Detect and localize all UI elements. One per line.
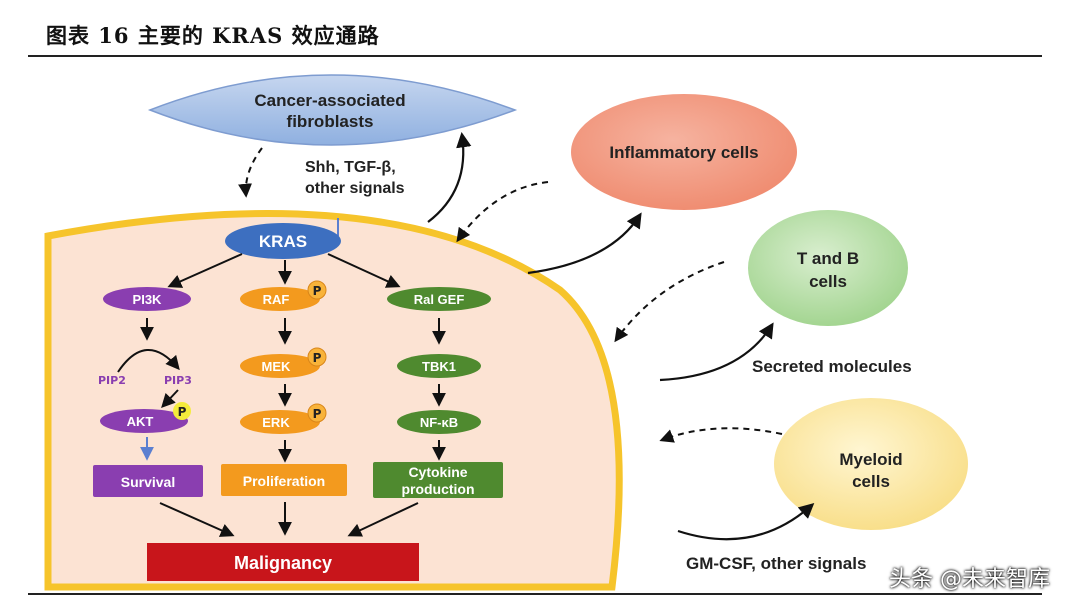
cytokine-label-1: Cytokine xyxy=(408,464,467,480)
myeloid-to-cell-arrow xyxy=(659,427,783,443)
erk-phospho-badge xyxy=(307,403,327,423)
cell-to-tb-arrow xyxy=(659,322,774,382)
survival-box xyxy=(93,465,203,497)
fibroblast-to-cell-arrow xyxy=(238,147,263,198)
proliferation-box xyxy=(221,464,347,496)
mek-label: MEK xyxy=(262,359,292,374)
tbk1-label: TBK1 xyxy=(422,359,456,374)
myeloid-label-2: cells xyxy=(852,472,890,491)
kras-to-ralgef-arrow xyxy=(327,253,401,288)
cytokine-to-malignancy-arrow xyxy=(347,502,419,537)
pip2-label: PIP2 xyxy=(98,374,126,387)
survival-label: Survival xyxy=(121,474,175,490)
kras-to-pi3k-arrow xyxy=(167,253,243,288)
cell-to-myeloid-arrow xyxy=(677,502,815,541)
raf-node xyxy=(240,287,320,311)
pip2-to-pip3-arrow xyxy=(117,349,180,373)
ralgef-node xyxy=(387,287,491,311)
cytokine-label-2: production xyxy=(401,481,474,497)
gm-csf-label: GM-CSF, other signals xyxy=(686,554,866,573)
malignancy-box xyxy=(147,543,419,581)
nfkb-label: NF-κB xyxy=(420,415,458,430)
pi3k-node xyxy=(103,287,191,311)
akt-node xyxy=(100,409,188,433)
tb-label-2: cells xyxy=(809,272,847,291)
raf-label: RAF xyxy=(263,292,290,307)
survival-to-malignancy-arrow xyxy=(159,502,235,537)
top-rule xyxy=(28,55,1042,57)
tb-to-cell-arrow xyxy=(614,261,725,343)
akt-phospho-label: P xyxy=(178,405,187,419)
mek-node xyxy=(240,354,320,378)
nfkb-node xyxy=(397,410,481,434)
kras-node xyxy=(225,223,341,259)
cytokine-box xyxy=(373,462,503,498)
fibroblast-shape xyxy=(147,74,518,146)
cell-to-inflammatory-arrow xyxy=(527,212,642,275)
raf-phospho-label: P xyxy=(313,284,322,298)
pip3-to-akt-arrow xyxy=(161,389,179,409)
kras-label: KRAS xyxy=(259,232,307,251)
cell-to-fibroblast-arrow xyxy=(427,131,472,223)
erk-node xyxy=(240,410,320,434)
tbk1-node xyxy=(397,354,481,378)
proliferation-label: Proliferation xyxy=(243,473,325,489)
bottom-rule xyxy=(28,593,1042,595)
pi3k-label: PI3K xyxy=(133,292,163,307)
watermark: 头条 @未来智库 xyxy=(889,567,1050,592)
mek-phospho-badge xyxy=(307,347,327,367)
secreted-molecules-label: Secreted molecules xyxy=(752,357,912,376)
inflammatory-to-cell-arrow xyxy=(456,181,549,243)
inflammatory-label: Inflammatory cells xyxy=(609,143,758,162)
figure-title: 图表 16 主要的 KRAS 效应通路 xyxy=(46,23,380,48)
signals-top-line1: Shh, TGF-β, xyxy=(305,159,396,176)
akt-phospho-badge xyxy=(173,402,191,420)
mek-phospho-label: P xyxy=(313,351,322,365)
myeloid-cells xyxy=(774,398,968,530)
ralgef-label: Ral GEF xyxy=(414,292,465,307)
myeloid-label-1: Myeloid xyxy=(839,450,902,469)
signals-top-line2: other signals xyxy=(305,180,405,197)
akt-label: AKT xyxy=(127,414,154,429)
fibroblast-label-2: fibroblasts xyxy=(287,112,374,131)
erk-phospho-label: P xyxy=(313,407,322,421)
erk-label: ERK xyxy=(262,415,290,430)
pip3-label: PIP3 xyxy=(164,374,192,387)
cancer-cell-membrane xyxy=(44,210,623,591)
malignancy-label: Malignancy xyxy=(234,553,332,573)
fibroblast-label-1: Cancer-associated xyxy=(254,91,405,110)
t-and-b-cells xyxy=(748,210,908,326)
inflammatory-cells xyxy=(571,94,797,210)
raf-phospho-badge xyxy=(307,280,327,300)
tb-label-1: T and B xyxy=(797,249,859,268)
